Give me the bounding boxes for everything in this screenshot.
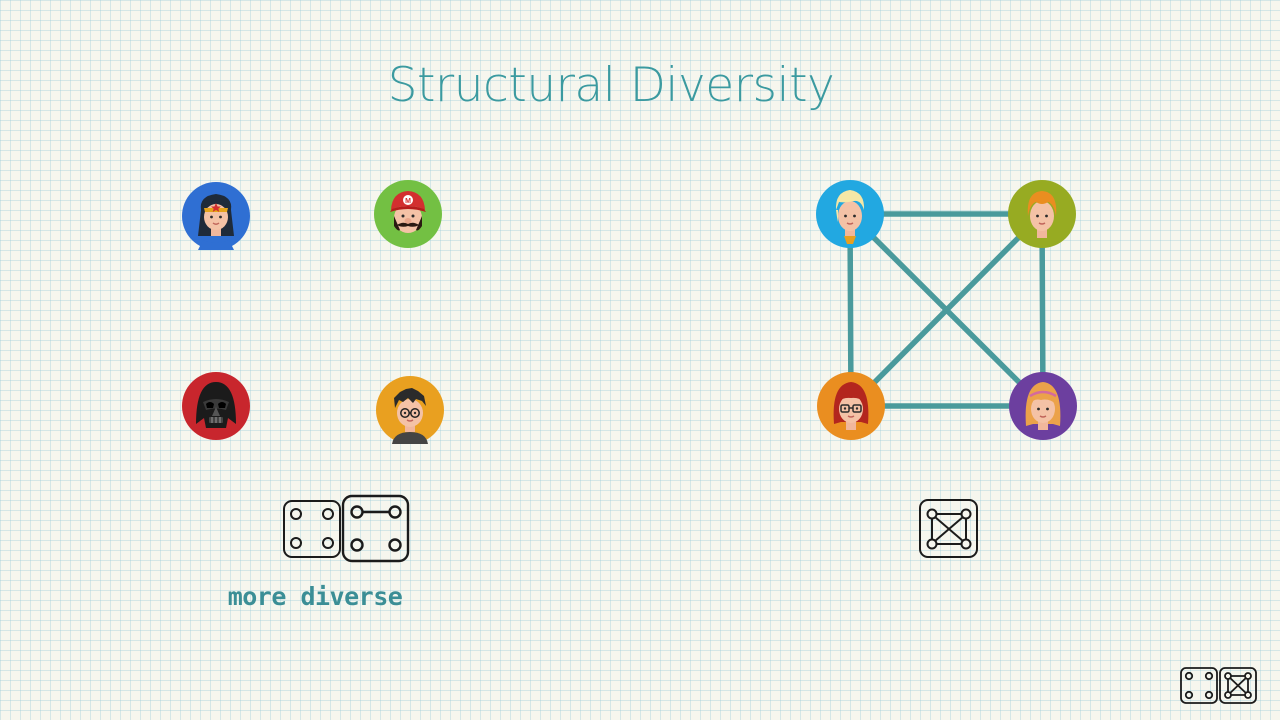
mario-avatar: M	[374, 180, 442, 248]
svg-text:M: M	[405, 198, 411, 205]
darth-vader-avatar	[182, 372, 250, 440]
complete-graph-edges	[847, 211, 1046, 409]
red-haired-girl-with-glasses-avatar	[817, 372, 885, 440]
paired-component-icon	[341, 494, 410, 563]
ginger-man-avatar	[1008, 180, 1076, 248]
wonder-woman-avatar	[182, 182, 250, 250]
disconnected-component-icon	[283, 500, 341, 558]
more-diverse-caption: more diverse	[227, 582, 403, 611]
corner-complete-graph-icon	[1219, 667, 1257, 704]
blonde-woman-avatar	[1009, 372, 1077, 440]
blond-boy-avatar	[816, 180, 884, 248]
harry-potter-avatar	[376, 376, 444, 444]
corner-disconnected-component-icon	[1180, 667, 1218, 704]
edge-diagonal-b	[848, 211, 1045, 409]
complete-graph-icon	[919, 499, 978, 558]
slide-title: Structural Diversity	[387, 58, 835, 113]
